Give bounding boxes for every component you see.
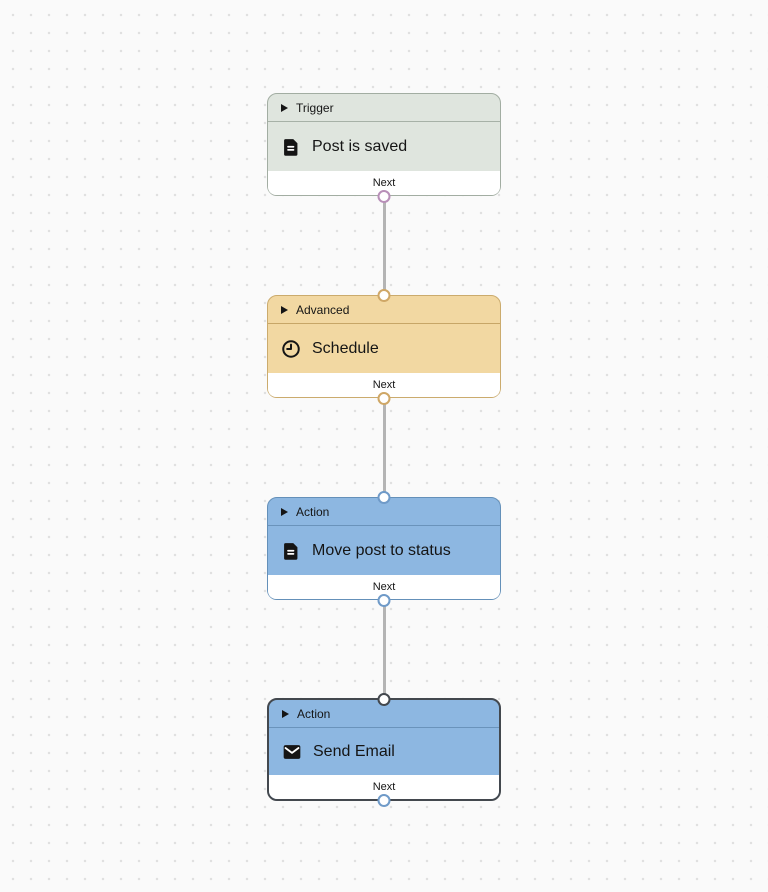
edge-schedule-to-move-post[interactable] [382, 398, 386, 497]
node-category-label: Trigger [296, 100, 334, 115]
mail-icon [282, 742, 302, 762]
node-action-send-email[interactable]: Action Send Email Next [267, 692, 501, 807]
node-trigger-post-is-saved[interactable]: Trigger Post is saved Next [267, 93, 501, 203]
next-port-label: Next [372, 780, 396, 793]
file-text-icon [281, 541, 301, 561]
node-category-label: Action [297, 706, 331, 721]
edge-move-post-to-send-email[interactable] [382, 600, 386, 698]
node-header[interactable]: Action [268, 498, 500, 526]
node-action-move-post-to-status[interactable]: Action Move post to status Next [267, 490, 501, 607]
node-title: Move post to status [312, 541, 451, 559]
node-advanced-schedule[interactable]: Advanced Schedule Next [267, 288, 501, 405]
node-category-label: Action [296, 504, 330, 519]
source-handle-next[interactable] [377, 593, 391, 607]
node-body[interactable]: Send Email [269, 728, 499, 775]
node-title: Send Email [313, 742, 395, 760]
node-header[interactable]: Trigger [268, 94, 500, 122]
node-title: Post is saved [312, 137, 408, 155]
target-handle[interactable] [377, 490, 391, 504]
collapse-caret-icon[interactable] [281, 507, 288, 516]
source-handle-next[interactable] [377, 189, 391, 203]
edge-trigger-to-schedule[interactable] [382, 196, 386, 295]
next-port-label: Next [372, 580, 396, 593]
node-header[interactable]: Action [269, 700, 499, 728]
node-category-label: Advanced [296, 302, 350, 317]
node-header[interactable]: Advanced [268, 296, 500, 324]
clock-icon [281, 339, 301, 359]
target-handle[interactable] [377, 692, 391, 706]
node-body[interactable]: Move post to status [268, 526, 500, 575]
source-handle-next[interactable] [377, 793, 391, 807]
node-title: Schedule [312, 339, 379, 357]
collapse-caret-icon[interactable] [281, 103, 288, 112]
node-body[interactable]: Post is saved [268, 122, 500, 171]
target-handle[interactable] [377, 288, 391, 302]
collapse-caret-icon[interactable] [282, 709, 289, 718]
node-body[interactable]: Schedule [268, 324, 500, 373]
next-port-label: Next [372, 378, 396, 391]
collapse-caret-icon[interactable] [281, 305, 288, 314]
next-port-label: Next [372, 176, 396, 189]
file-text-icon [281, 137, 301, 157]
source-handle-next[interactable] [377, 391, 391, 405]
